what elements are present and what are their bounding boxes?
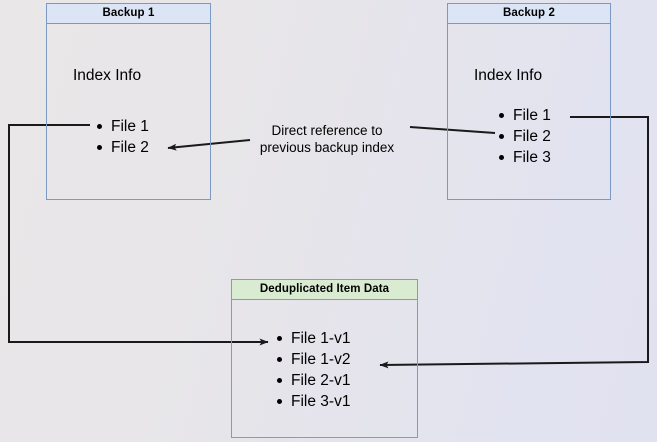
node-backup-2[interactable]: Backup 2 Index Info File 1 File 2 File 3 <box>447 3 611 200</box>
annotation-direct-reference: Direct reference to previous backup inde… <box>252 122 402 156</box>
list-item: File 2 <box>95 137 149 158</box>
list-item: File 2 <box>497 126 551 147</box>
dedup-file-list: File 1-v1 File 1-v2 File 2-v1 File 3-v1 <box>275 328 350 412</box>
node-backup-1-header: Backup 1 <box>47 4 210 24</box>
list-item: File 1 <box>95 116 149 137</box>
node-deduplicated-item-data-body: File 1-v1 File 1-v2 File 2-v1 File 3-v1 <box>232 300 417 437</box>
node-backup-1-body: Index Info File 1 File 2 <box>47 24 210 199</box>
list-item: File 2-v1 <box>275 370 350 391</box>
node-backup-2-header: Backup 2 <box>448 4 610 24</box>
backup-1-file-list: File 1 File 2 <box>95 116 149 158</box>
list-item: File 3-v1 <box>275 391 350 412</box>
backup-2-file-list: File 1 File 2 File 3 <box>497 105 551 168</box>
node-deduplicated-item-data[interactable]: Deduplicated Item Data File 1-v1 File 1-… <box>231 279 418 438</box>
node-backup-1[interactable]: Backup 1 Index Info File 1 File 2 <box>46 3 211 200</box>
backup-1-index-info-label: Index Info <box>73 67 142 84</box>
list-item: File 3 <box>497 147 551 168</box>
list-item: File 1 <box>497 105 551 126</box>
annotation-direct-reference-line-2: previous backup index <box>259 140 395 155</box>
annotation-direct-reference-line-1: Direct reference to <box>271 123 383 138</box>
list-item: File 1-v2 <box>275 349 350 370</box>
list-item: File 1-v1 <box>275 328 350 349</box>
node-deduplicated-item-data-header: Deduplicated Item Data <box>232 280 417 300</box>
node-backup-2-body: Index Info File 1 File 2 File 3 <box>448 24 610 199</box>
backup-2-index-info-label: Index Info <box>474 67 543 84</box>
